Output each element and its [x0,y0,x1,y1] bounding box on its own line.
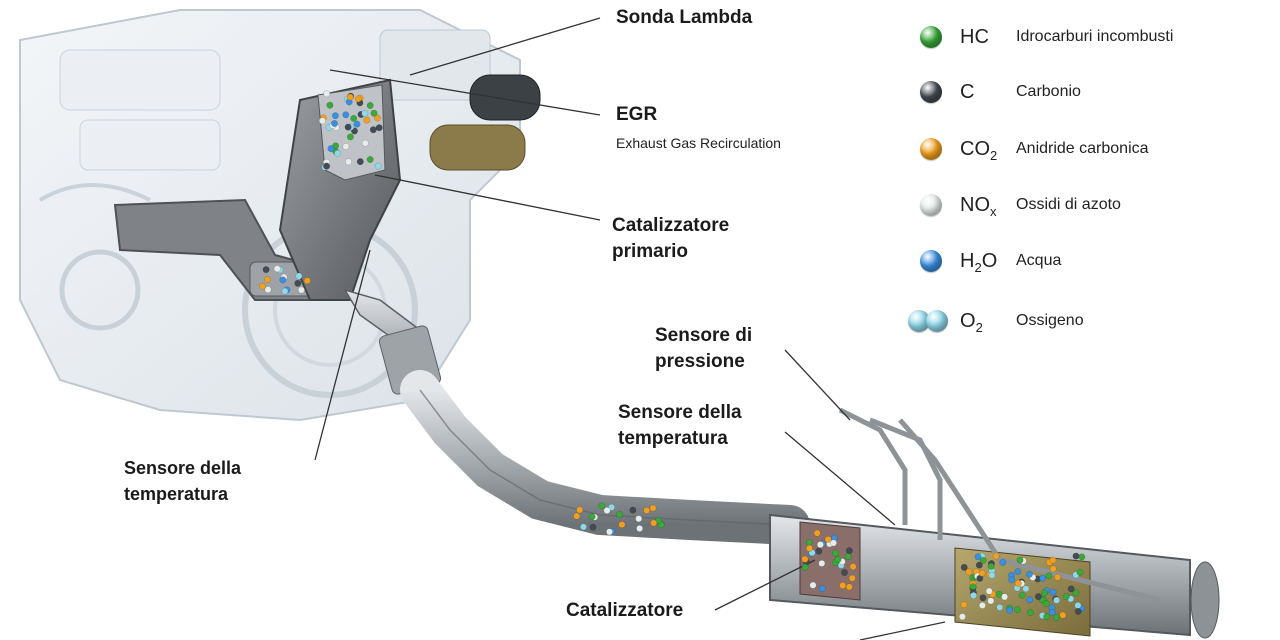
leader-lines [314,17,946,640]
label-lambda-probe: Sonda Lambda [616,7,753,28]
legend-symbol: CO2 [960,138,998,163]
label-temp-sensor-left-line2: temperatura [124,484,229,504]
legend-row-co2: CO2 Anidride carbonica [906,134,1266,168]
nox-dot-icon [920,194,942,216]
legend-swatch [906,138,950,164]
label-temp-sensor-right-line1: Sensore della [618,402,742,423]
o2-dot-icon [926,310,948,332]
hc-dot-icon [920,26,942,48]
legend-description: Carbonio [1016,83,1081,100]
label-egr: EGR [616,104,658,125]
legend-row-h2o: H2O Acqua [906,246,1266,280]
co2-dot-icon [920,138,942,160]
label-catalyst-bottom: Catalizzatore [566,600,684,621]
legend-row-hc: HC Idrocarburi incombusti [906,22,1266,56]
label-temp-sensor-right-line2: temperatura [618,428,728,449]
legend-symbol: C [960,81,975,103]
label-temp-sensor-left-line1: Sensore della [124,458,242,478]
legend-description: Idrocarburi incombusti [1016,28,1174,45]
legend-swatch [906,194,950,220]
pressure-sensor-tubes [838,407,1161,603]
legend-swatch [906,81,950,107]
legend-description: Anidride carbonica [1016,140,1149,157]
legend-description: Ossigeno [1016,312,1084,329]
legend-swatch [906,250,950,276]
h2o-dot-icon [920,250,942,272]
legend-row-nox: NOx Ossidi di azoto [906,190,1266,224]
legend-row-o2: O2 Ossigeno [906,306,1266,340]
legend-symbol: NOx [960,194,997,219]
label-pressure-sensor-line2: pressione [655,351,745,372]
legend-swatch [906,26,950,52]
label-primary-catalyst-line1: Catalizzatore [612,215,730,236]
legend-row-c: C Carbonio [906,77,1266,111]
legend-symbol: O2 [960,310,983,335]
legend-symbol: H2O [960,250,998,275]
o2-dot-icon [908,310,930,332]
catalyst-canister [769,513,1220,639]
c-dot-icon [920,81,942,103]
legend-description: Acqua [1016,252,1062,269]
legend-description: Ossidi di azoto [1016,196,1121,213]
label-primary-catalyst-line2: primario [612,241,689,262]
legend-symbol: HC [960,26,989,48]
legend-swatch [906,310,950,336]
label-egr-subtitle: Exhaust Gas Recirculation [616,135,781,151]
engine-block [19,9,521,422]
label-pressure-sensor-line1: Sensore di [655,325,753,346]
